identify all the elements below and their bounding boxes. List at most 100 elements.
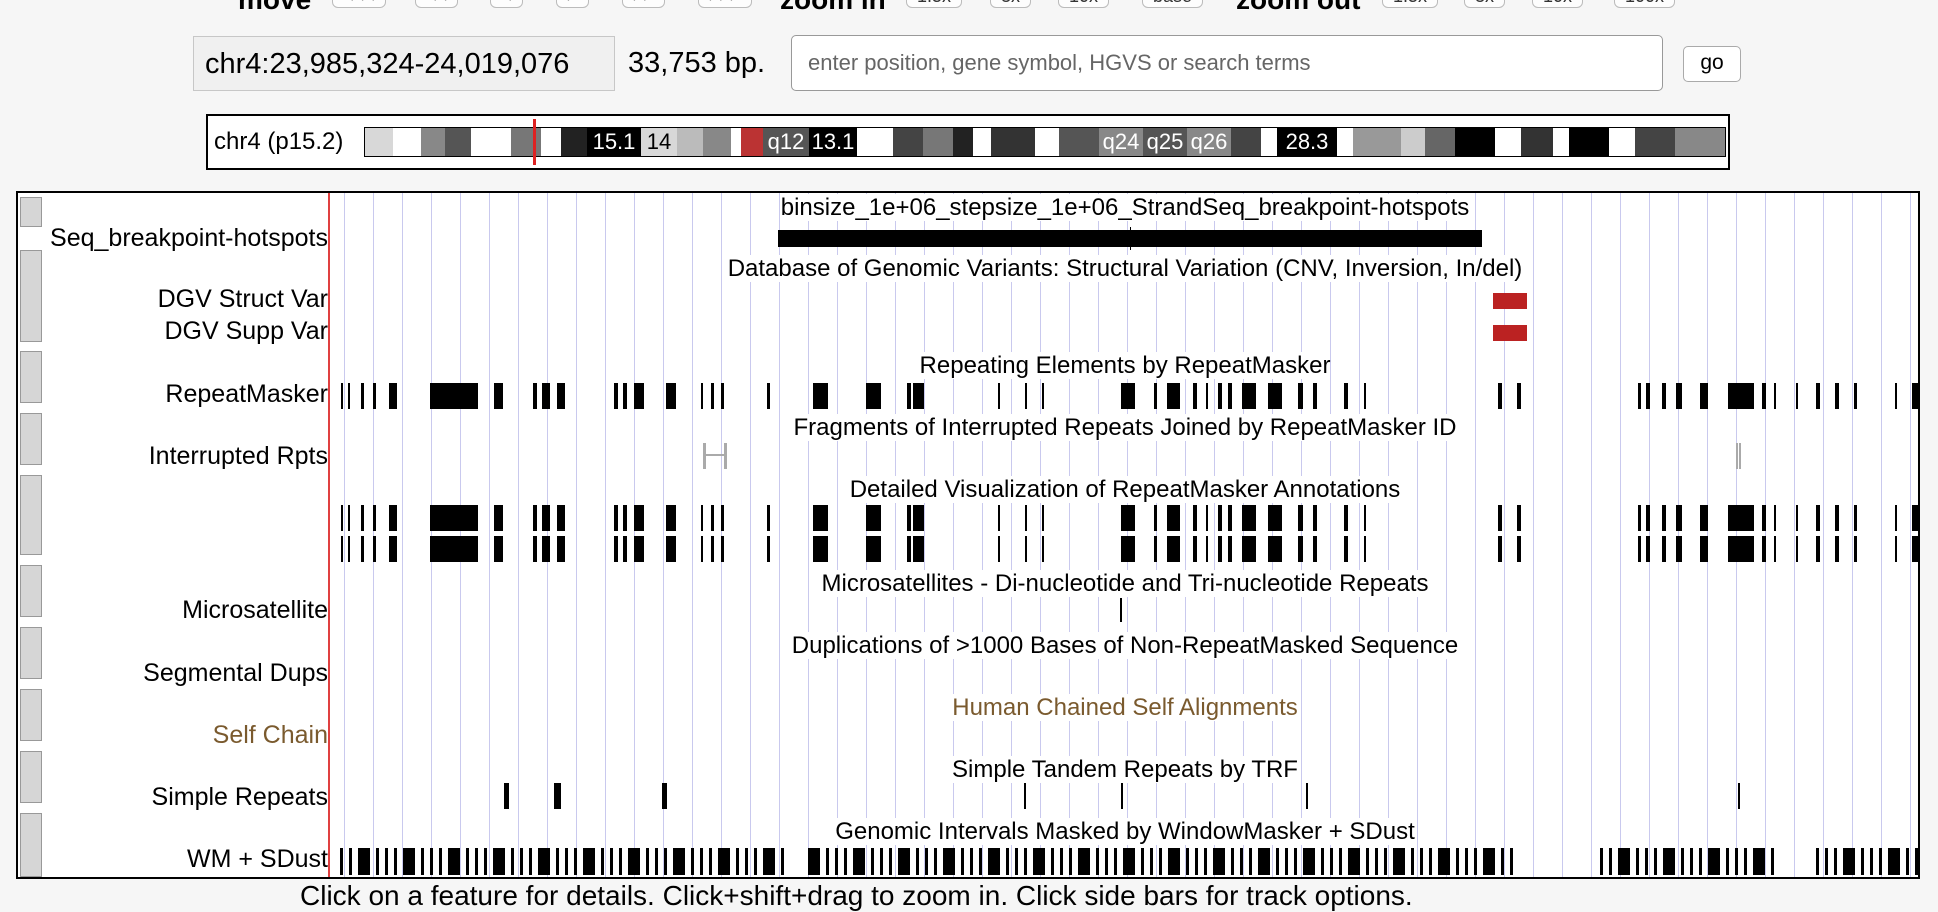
rmviz-feature-row2[interactable] (623, 536, 627, 562)
repeatmasker-feature[interactable] (1517, 383, 1521, 409)
rmviz-feature-row2[interactable] (813, 536, 828, 562)
rmviz-feature-row1[interactable] (1121, 505, 1135, 531)
wmsdust-feature[interactable] (637, 848, 640, 875)
wmsdust-feature[interactable] (1483, 848, 1493, 875)
wmsdust-feature[interactable] (817, 848, 820, 875)
wmsdust-feature[interactable] (448, 848, 458, 875)
wmsdust-feature[interactable] (1636, 848, 1639, 875)
simplerepeat-feature[interactable] (1738, 783, 1740, 809)
repeatmasker-feature[interactable] (1816, 383, 1820, 409)
wmsdust-feature[interactable] (349, 848, 352, 875)
rmviz-feature-row2[interactable] (1242, 536, 1256, 562)
wmsdust-feature[interactable] (556, 848, 559, 875)
wmsdust-feature[interactable] (835, 848, 838, 875)
wmsdust-feature[interactable] (1672, 848, 1675, 875)
wmsdust-feature[interactable] (1726, 848, 1729, 875)
wmsdust-feature[interactable] (1663, 848, 1673, 875)
rmviz-feature-row2[interactable] (1042, 536, 1044, 562)
repeatmasker-feature[interactable] (1121, 383, 1135, 409)
side-bar-microsat[interactable] (20, 565, 42, 617)
repeatmasker-feature[interactable] (767, 383, 770, 409)
track-label-dgv-supp[interactable]: DGV Supp Var (164, 317, 328, 345)
rmviz-feature-row1[interactable] (701, 505, 703, 531)
track-label-simplerepeats[interactable]: Simple Repeats (151, 783, 328, 811)
wmsdust-feature[interactable] (1609, 848, 1612, 875)
wmsdust-feature[interactable] (1150, 848, 1153, 875)
rmviz-feature-row1[interactable] (1774, 505, 1776, 531)
track-label-microsat[interactable]: Microsatellite (182, 596, 328, 624)
wmsdust-feature[interactable] (1015, 848, 1018, 875)
wmsdust-feature[interactable] (385, 848, 388, 875)
repeatmasker-feature[interactable] (1774, 383, 1776, 409)
zoom-out-100x-button[interactable]: 100x (1614, 0, 1676, 8)
repeatmasker-feature[interactable] (614, 383, 618, 409)
side-bar-dgv[interactable] (20, 250, 42, 342)
repeatmasker-feature[interactable] (623, 383, 627, 409)
rmviz-feature-row1[interactable] (1796, 505, 1798, 531)
wmsdust-feature[interactable] (1456, 848, 1459, 875)
side-bar-wmsdust[interactable] (20, 813, 42, 877)
chromosome-ideogram[interactable]: chr4 (p15.2) 15.1 14 q12 13.1 q24 q25 q2… (206, 114, 1730, 170)
wmsdust-feature[interactable] (475, 848, 478, 875)
repeatmasker-feature[interactable] (557, 383, 565, 409)
rmviz-feature-row2[interactable] (913, 536, 924, 562)
wmsdust-feature[interactable] (1825, 848, 1828, 875)
wmsdust-feature[interactable] (1420, 848, 1423, 875)
rmviz-feature-row2[interactable] (1638, 536, 1641, 562)
rmviz-feature-row1[interactable] (533, 505, 537, 531)
repeatmasker-feature[interactable] (494, 383, 503, 409)
side-bar-selfchain[interactable] (20, 689, 42, 741)
wmsdust-feature[interactable] (862, 848, 865, 875)
rmviz-feature-row2[interactable] (1167, 536, 1180, 562)
repeatmasker-feature[interactable] (533, 383, 537, 409)
rmviz-feature-row2[interactable] (1854, 536, 1857, 562)
wmsdust-feature[interactable] (907, 848, 910, 875)
wmsdust-feature[interactable] (880, 848, 883, 875)
repeatmasker-feature[interactable] (1912, 383, 1918, 409)
rmviz-feature-row1[interactable] (907, 505, 911, 531)
wmsdust-feature[interactable] (1861, 848, 1864, 875)
wmsdust-feature[interactable] (430, 848, 433, 875)
wmsdust-feature[interactable] (1285, 848, 1288, 875)
wmsdust-feature[interactable] (493, 848, 503, 875)
repeatmasker-feature[interactable] (1167, 383, 1180, 409)
zoom-out-1-5x-button[interactable]: 1.5x (1382, 0, 1439, 8)
wmsdust-feature[interactable] (376, 848, 379, 875)
rmviz-feature-row2[interactable] (666, 536, 676, 562)
rmviz-feature-row2[interactable] (1912, 536, 1918, 562)
wmsdust-feature[interactable] (1267, 848, 1270, 875)
wmsdust-feature[interactable] (511, 848, 514, 875)
rmviz-feature-row1[interactable] (1912, 505, 1918, 531)
rmviz-feature-row2[interactable] (767, 536, 770, 562)
wmsdust-feature[interactable] (1843, 848, 1853, 875)
zoom-out-3x-button[interactable]: 3x (1464, 0, 1506, 8)
interrupted-feature[interactable] (703, 443, 727, 469)
repeatmasker-feature[interactable] (634, 383, 644, 409)
wmsdust-feature[interactable] (1447, 848, 1450, 875)
wmsdust-feature[interactable] (412, 848, 415, 875)
wmsdust-feature[interactable] (682, 848, 685, 875)
wmsdust-feature[interactable] (1339, 848, 1342, 875)
dgv-supp-feature[interactable] (1493, 325, 1527, 341)
rmviz-feature-row2[interactable] (701, 536, 703, 562)
rmviz-feature-row2[interactable] (1728, 536, 1754, 562)
rmviz-feature-row1[interactable] (1228, 505, 1232, 531)
rmviz-feature-row1[interactable] (1042, 505, 1044, 531)
simplerepeat-feature[interactable] (662, 783, 667, 809)
rmviz-feature-row2[interactable] (373, 536, 376, 562)
wmsdust-feature[interactable] (1114, 848, 1117, 875)
side-bar-rmviz[interactable] (20, 475, 42, 555)
move-step-right-button[interactable]: > (556, 0, 589, 8)
wmsdust-feature[interactable] (1438, 848, 1448, 875)
rmviz-feature-row2[interactable] (1774, 536, 1776, 562)
rmviz-feature-row1[interactable] (557, 505, 565, 531)
wmsdust-feature[interactable] (1393, 848, 1403, 875)
wmsdust-feature[interactable] (1888, 848, 1898, 875)
wmsdust-feature[interactable] (655, 848, 658, 875)
wmsdust-feature[interactable] (943, 848, 953, 875)
repeatmasker-feature[interactable] (1313, 383, 1317, 409)
rmviz-feature-row2[interactable] (721, 536, 724, 562)
wmsdust-feature[interactable] (853, 848, 863, 875)
rmviz-feature-row1[interactable] (1154, 505, 1157, 531)
repeatmasker-feature[interactable] (711, 383, 714, 409)
